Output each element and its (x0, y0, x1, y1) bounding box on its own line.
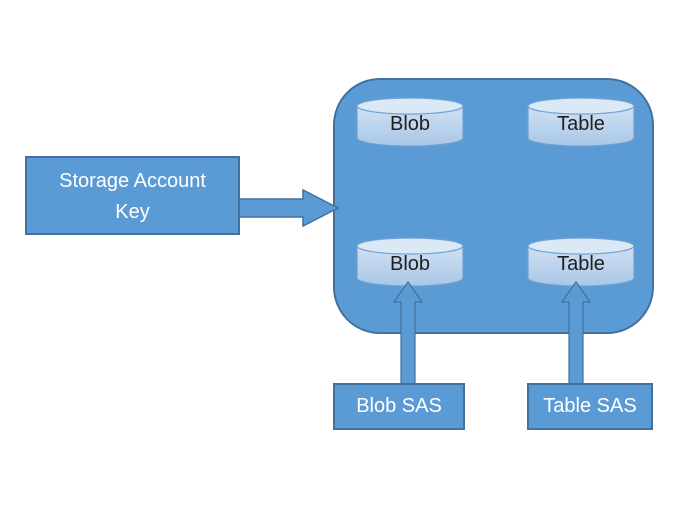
cylinder-label: Table (557, 113, 605, 135)
cylinder-shape (356, 97, 464, 147)
cylinder-shape (527, 97, 635, 147)
table-container-cylinder-top: Table (527, 97, 635, 147)
cylinder-label: Blob (389, 253, 431, 275)
cylinder-label: Table (557, 253, 605, 275)
cylinder-shape (527, 237, 635, 287)
blob-container-cylinder-top: Blob (356, 97, 464, 147)
arrow-blob-sas-to-blob (392, 281, 424, 385)
blob-container-cylinder-bottom: Blob (356, 237, 464, 287)
cylinder-label: Blob (389, 113, 431, 135)
table-sas-label: Table SAS (543, 395, 637, 417)
blob-sas-label: Blob SAS (356, 395, 442, 417)
cylinder-shape (356, 237, 464, 287)
table-sas-box: Table SAS (527, 383, 653, 430)
arrow-table-sas-to-table (560, 281, 592, 385)
storage-account-key-label-line1: Storage Account (59, 170, 206, 192)
blob-sas-box: Blob SAS (333, 383, 465, 430)
storage-account-key-label-line2: Key (115, 201, 150, 223)
storage-account-key-box: Storage Account Key (25, 156, 240, 235)
table-container-cylinder-bottom: Table (527, 237, 635, 287)
arrow-key-to-storage-account (239, 188, 340, 228)
